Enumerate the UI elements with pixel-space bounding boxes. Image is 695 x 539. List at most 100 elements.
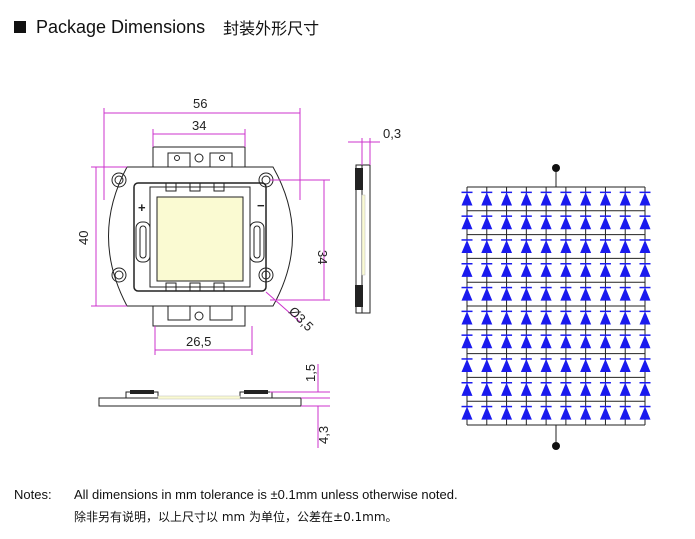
led-diode-icon bbox=[481, 311, 493, 325]
led-diode-icon bbox=[481, 382, 493, 396]
led-diode-icon bbox=[619, 358, 631, 373]
led-diode-icon bbox=[619, 216, 631, 230]
terminal-bottom-node bbox=[552, 442, 560, 450]
led-diode-icon bbox=[540, 287, 552, 301]
led-diode-icon bbox=[580, 216, 592, 230]
top-view-dimensions bbox=[91, 108, 330, 355]
polarity-plus-label: + bbox=[138, 200, 146, 215]
led-diode-icon bbox=[639, 216, 651, 230]
led-diode-icon bbox=[599, 239, 611, 254]
led-diode-icon bbox=[520, 192, 532, 206]
led-diode-icon bbox=[481, 287, 493, 301]
led-diode-icon bbox=[580, 287, 592, 301]
dim-bottom-width: 26,5 bbox=[186, 334, 211, 349]
led-diode-icon bbox=[461, 358, 473, 373]
notes-label: Notes: bbox=[14, 487, 52, 502]
section-title-cn: 封装外形尺寸 bbox=[223, 19, 320, 38]
led-diode-icon bbox=[560, 406, 572, 420]
led-diode-icon bbox=[639, 192, 651, 206]
led-diode-icon bbox=[639, 335, 651, 349]
led-diode-icon bbox=[520, 287, 532, 301]
led-diode-icon bbox=[461, 216, 473, 230]
led-diode-icon bbox=[520, 263, 532, 277]
led-diode-icon bbox=[560, 335, 572, 349]
led-diode-icon bbox=[540, 311, 552, 325]
led-diode-icon bbox=[540, 382, 552, 396]
led-diode-icon bbox=[599, 216, 611, 230]
led-diode-icon bbox=[501, 382, 513, 396]
led-diode-icon bbox=[481, 216, 493, 230]
led-diode-icon bbox=[501, 239, 513, 254]
led-diode-icon bbox=[639, 263, 651, 277]
led-diode-icon bbox=[599, 335, 611, 349]
led-diode-icon bbox=[580, 311, 592, 325]
led-array-circuit bbox=[461, 164, 651, 450]
led-emitting-area bbox=[156, 196, 244, 282]
led-diode-icon bbox=[639, 382, 651, 396]
led-diode-icon bbox=[540, 335, 552, 349]
led-diode-icon bbox=[461, 192, 473, 206]
led-diode-icon bbox=[560, 192, 572, 206]
polarity-minus-label: − bbox=[257, 198, 265, 213]
led-diode-icon bbox=[540, 358, 552, 373]
led-diode-icon bbox=[580, 263, 592, 277]
led-diode-icon bbox=[481, 358, 493, 373]
dim-overall-width: 56 bbox=[193, 96, 207, 111]
led-diode-icon bbox=[599, 358, 611, 373]
dim-inner-height: 34 bbox=[315, 250, 330, 264]
led-diode-icon bbox=[501, 192, 513, 206]
led-diode-icon bbox=[540, 406, 552, 420]
led-diode-icon bbox=[520, 335, 532, 349]
led-diode-icon bbox=[639, 287, 651, 301]
led-diode-icon bbox=[461, 335, 473, 349]
led-diode-icon bbox=[619, 287, 631, 301]
square-bullet-icon bbox=[14, 21, 26, 33]
led-diode-icon bbox=[461, 287, 473, 301]
led-diode-icon bbox=[560, 287, 572, 301]
led-diode-icon bbox=[520, 216, 532, 230]
led-diode-icon bbox=[560, 311, 572, 325]
led-diode-icon bbox=[599, 382, 611, 396]
led-diode-icon bbox=[501, 358, 513, 373]
led-diode-icon bbox=[540, 192, 552, 206]
dim-side-thickness: 0,3 bbox=[383, 126, 401, 141]
led-diode-icon bbox=[501, 287, 513, 301]
led-diode-icon bbox=[501, 406, 513, 420]
notes: Notes: All dimensions in mm tolerance is… bbox=[14, 484, 458, 528]
package-drawing: + − 56 34 40 34 26,5 Ø3,5 bbox=[76, 96, 651, 450]
dim-base-thickness: 4,3 bbox=[316, 426, 331, 444]
section-header: Package Dimensions 封装外形尺寸 bbox=[14, 14, 319, 40]
led-diode-icon bbox=[580, 358, 592, 373]
led-diode-icon bbox=[639, 406, 651, 420]
front-view bbox=[98, 390, 302, 407]
led-diode-icon bbox=[560, 239, 572, 254]
led-diode-icon bbox=[501, 335, 513, 349]
led-diode-icon bbox=[461, 311, 473, 325]
led-diode-icon bbox=[560, 358, 572, 373]
led-diode-icon bbox=[599, 406, 611, 420]
led-diode-icon bbox=[520, 358, 532, 373]
led-diode-icon bbox=[599, 287, 611, 301]
dim-lens-height: 1,5 bbox=[303, 364, 318, 382]
dim-tab-width: 34 bbox=[192, 118, 206, 133]
led-diode-icon bbox=[461, 239, 473, 254]
led-diode-icon bbox=[619, 239, 631, 254]
led-diode-icon bbox=[501, 263, 513, 277]
led-diode-icon bbox=[619, 335, 631, 349]
dim-hole-diameter: Ø3,5 bbox=[286, 304, 317, 335]
led-diode-icon bbox=[540, 216, 552, 230]
led-diode-icon bbox=[619, 263, 631, 277]
led-diode-icon bbox=[481, 263, 493, 277]
led-diode-icon bbox=[481, 406, 493, 420]
notes-text-cn: 除非另有说明，以上尺寸以 mm 为单位，公差在±0.1mm。 bbox=[74, 510, 398, 524]
led-diode-icon bbox=[461, 263, 473, 277]
led-diode-icon bbox=[540, 239, 552, 254]
led-diode-icon bbox=[619, 192, 631, 206]
led-diode-icon bbox=[520, 382, 532, 396]
led-diode-icon bbox=[481, 192, 493, 206]
led-diode-icon bbox=[619, 311, 631, 325]
led-diode-icon bbox=[520, 406, 532, 420]
led-diode-icon bbox=[560, 216, 572, 230]
led-diode-icon bbox=[580, 239, 592, 254]
led-diode-icon bbox=[520, 239, 532, 254]
